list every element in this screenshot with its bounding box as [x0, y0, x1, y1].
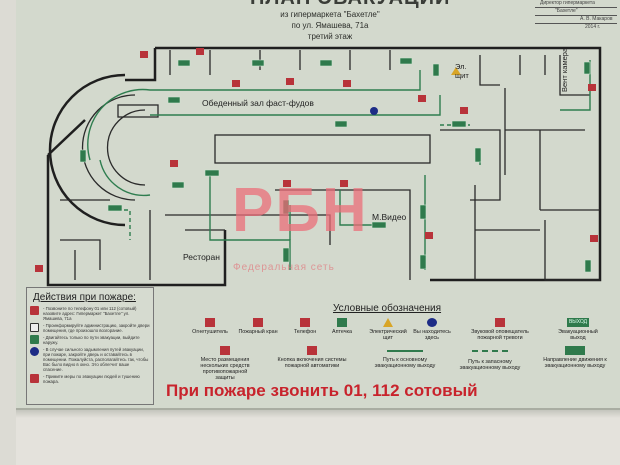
outer-wall: [155, 46, 602, 282]
legend-item: Огнетушитель: [190, 318, 230, 335]
legend-title: Условные обозначения: [333, 303, 442, 314]
fire-action-item: - Двигайтесь только по пути эвакуации, в…: [30, 335, 150, 345]
fire-call-notice: При пожаре звонить 01, 112 сотовый: [166, 381, 478, 400]
outer-wall: [47, 119, 86, 156]
label-mvideo: М.Видео: [372, 212, 407, 222]
approval-line: [535, 7, 617, 8]
phone-icon: [30, 306, 39, 315]
fire-action-item: - Позвоните по телефону 01 или 112 (сото…: [30, 306, 150, 321]
legend-item: Электрический щит: [366, 318, 410, 341]
exit-sign-icon: ВЫХОД: [567, 318, 589, 327]
label-electric-panel: Эл. щит: [455, 62, 469, 80]
you-are-here-marker: [370, 107, 378, 115]
legend-item: Аптечка: [326, 318, 358, 335]
approval-line: [535, 15, 617, 16]
first-aid-icon: [337, 318, 347, 327]
you-are-here-icon: [427, 318, 437, 327]
watermark-subtitle: Федеральная сеть: [233, 262, 335, 273]
outer-wall: [46, 155, 227, 287]
plan-title: ПЛАН ЭВАКУАЦИИ: [250, 0, 450, 8]
fire-action-item: - Проинформируйте администрацию, закройт…: [30, 323, 150, 333]
fire-actions-title: Действия при пожаре:: [33, 292, 136, 303]
electric-warning-icon: [383, 318, 393, 327]
electric-panel-marker: [451, 67, 461, 75]
wall: [0, 0, 16, 465]
direction-sign-icon: [565, 346, 585, 355]
phone-icon: [300, 318, 310, 327]
extinguisher-icon: [30, 374, 39, 383]
legend-item: Направление движения к эвакуационному вы…: [534, 346, 616, 369]
extinguisher-icon: [205, 318, 215, 327]
fire-hydrant-icon: [253, 318, 263, 327]
legend-item: Звуковой оповещатель пожарной тревоги: [460, 318, 540, 341]
subtitle-address: по ул. Ямашева, 71а: [291, 21, 369, 30]
fire-actions-panel: Действия при пожаре: - Позвоните по теле…: [26, 287, 154, 405]
approval-year: 2014 г.: [585, 24, 601, 30]
legend-item: Путь к основному эвакуационному выходу: [363, 346, 447, 369]
legend-item: Пожарный кран: [234, 318, 282, 335]
legend-item: Телефон: [288, 318, 322, 335]
info-icon: [30, 347, 39, 356]
floor-plan: [35, 46, 602, 287]
approval-name: А. В. Макаров: [580, 16, 613, 22]
exit-icon: [30, 335, 39, 344]
approval-org: "Бахетле": [555, 8, 578, 14]
subtitle-building: из гипермаркета "Бахетле": [280, 10, 380, 19]
watermark-logo: РБН: [232, 176, 369, 245]
outer-wall: [125, 48, 157, 82]
fire-action-item: - В случае сильного задымления путей эва…: [30, 347, 150, 372]
door-icon: [30, 323, 39, 332]
approval-role: Директор гипермаркета: [540, 0, 595, 6]
fire-action-item: - Примите меры по эвакуации людей и туше…: [30, 374, 150, 384]
subtitle-floor: третий этаж: [307, 32, 353, 41]
board-shadow: [16, 410, 620, 418]
legend-item: Место размещения нескольких средств прот…: [193, 346, 257, 381]
approval-line: [535, 23, 617, 24]
fire-button-icon: [307, 346, 317, 355]
label-food-court: Обеденный зал фаст-фудов: [202, 98, 314, 108]
fire-alarm-icon: [495, 318, 505, 327]
curved-wall: [48, 73, 126, 227]
legend-item: Путь к запасному эвакуационному выходу: [450, 346, 530, 371]
spare-route-arrow-icon: [472, 350, 508, 352]
legend-item: Кнопка включения системы пожарной автома…: [267, 346, 357, 369]
main-route-arrow-icon: [387, 350, 423, 352]
label-vent-chamber: Вент камера: [560, 47, 569, 92]
legend-item: Вы находитесь здесь: [412, 318, 452, 341]
label-restaurant: Ресторан: [183, 252, 220, 262]
fire-equipment-icon: [220, 346, 230, 355]
